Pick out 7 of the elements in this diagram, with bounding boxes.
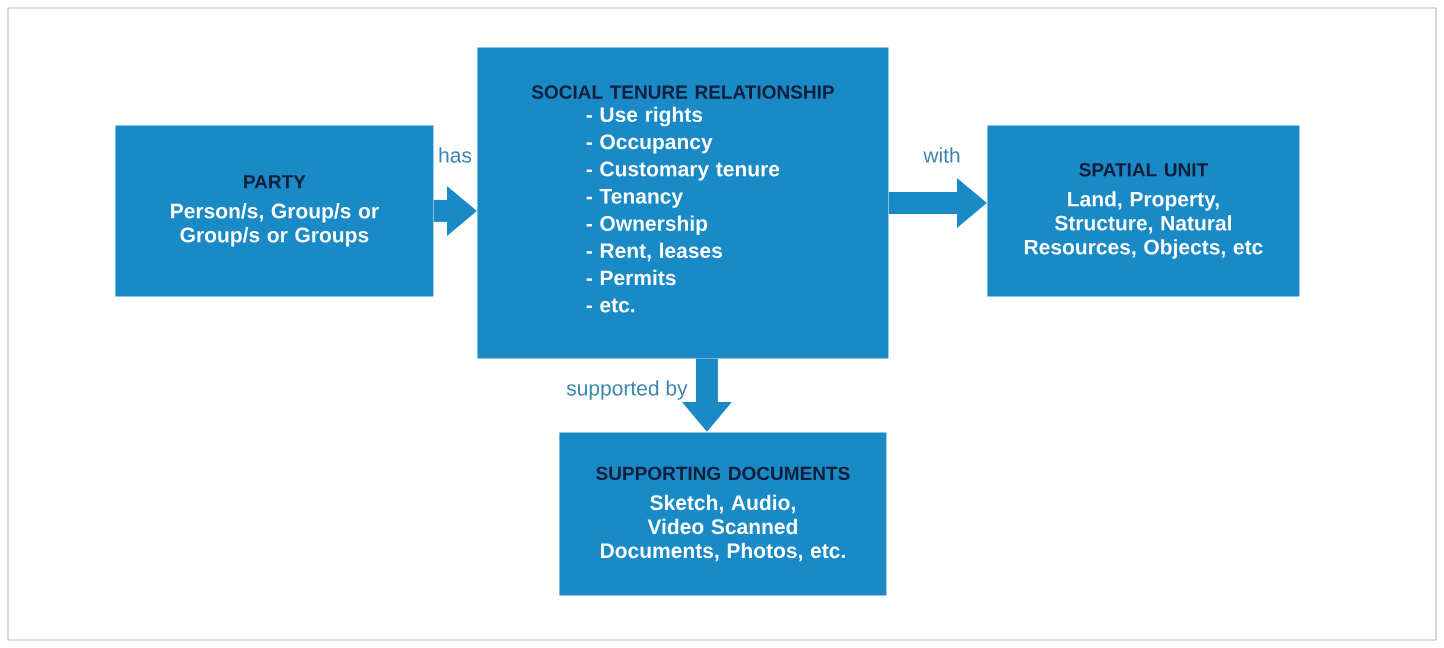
edge-label: has: [439, 147, 472, 163]
edge-label: with: [923, 147, 960, 163]
edge-label: supported by: [566, 380, 688, 400]
process-box: SPATIAL UNIT Land, Property, Structure, Natural Resources, Objects, etc: [987, 125, 1300, 297]
process-box: PARTY Person/s, Group/s or Group/s or Groups: [115, 125, 434, 297]
process-box: SUPPORTING DOCUMENTS Sketch, Audio, Video Scanned Documents, Photos, etc.: [559, 432, 887, 596]
process-box: SOCIAL TENURE RELATIONSHIP - Use rights - Occupancy - Customary tenure - Tenancy - Ownership - Rent, leases - Permits - etc.: [477, 47, 889, 359]
